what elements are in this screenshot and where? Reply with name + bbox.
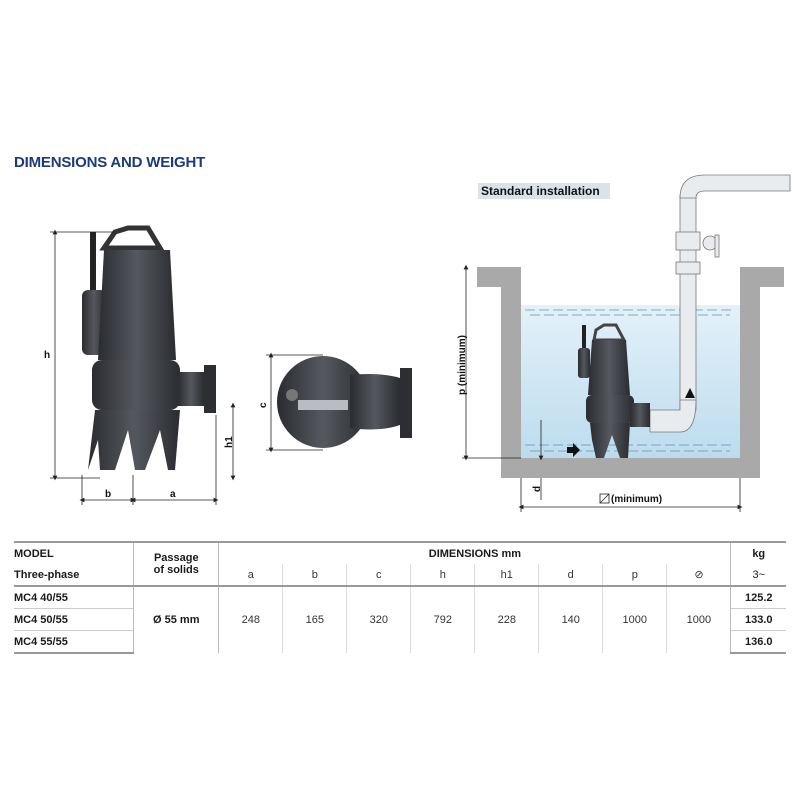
weight: 125.2: [730, 585, 786, 609]
install-title: Standard installation: [481, 184, 600, 198]
header-model: MODEL: [14, 541, 134, 564]
dim-label-c: c: [258, 402, 269, 408]
value-h: 792: [410, 585, 475, 653]
value-p: 1000: [602, 585, 667, 653]
col-h: h: [410, 564, 475, 586]
dimensions-table: MODEL Passage of solids DIMENSIONS mm kg…: [14, 541, 786, 654]
dimension-lines-side: [50, 229, 236, 505]
pit-walls: [477, 267, 784, 478]
model-name: MC4 40/55: [14, 585, 134, 609]
water: [521, 305, 740, 458]
dimension-lines-install: [462, 264, 743, 512]
value-d: 140: [538, 585, 603, 653]
table-row: MC4 50/55 133.0: [14, 608, 786, 631]
dim-label-a: a: [170, 489, 176, 500]
passage-value: Ø 55 mm: [133, 585, 220, 653]
model-name: MC4 55/55: [14, 630, 134, 654]
install-title-bg: [478, 183, 610, 199]
col-b: b: [282, 564, 347, 586]
col-a: a: [247, 568, 254, 581]
col-square: ⊘: [666, 564, 731, 586]
header-passage: Passage of solids: [133, 541, 220, 586]
flow-in-arrow-icon: [567, 443, 580, 457]
model-name: MC4 50/55: [14, 608, 134, 631]
dim-label-b: b: [105, 489, 111, 500]
dim-label-d: d: [532, 486, 543, 492]
flow-up-arrow-icon: [685, 388, 695, 398]
col-h1: h1: [474, 564, 539, 586]
header-3-phase-symbol: 3~: [730, 564, 786, 586]
header-passage-line2: of solids: [153, 564, 199, 576]
technical-drawings: h b a h1 c Standard installation: [44, 174, 791, 512]
discharge-pipe: [649, 174, 791, 433]
table-header-row: MODEL Passage of solids DIMENSIONS mm kg: [14, 541, 786, 586]
dim-label-square-minimum: (minimum): [611, 494, 662, 505]
weight: 136.0: [730, 630, 786, 654]
value-square: 1000: [666, 585, 731, 653]
weight: 133.0: [730, 608, 786, 631]
dim-label-h1: h1: [224, 436, 235, 448]
pump-installed: [578, 323, 650, 458]
value-b: 165: [282, 585, 347, 653]
col-p: p: [602, 564, 667, 586]
pump-side-view: [82, 225, 216, 470]
dimension-line-c: [266, 352, 323, 453]
header-three-phase: Three-phase: [14, 568, 80, 581]
value-a: 248: [218, 585, 283, 653]
value-c: 320: [346, 585, 411, 653]
page-title: DIMENSIONS AND WEIGHT: [14, 154, 206, 171]
col-c: c: [346, 564, 411, 586]
dim-label-h: h: [44, 350, 50, 361]
pump-top-view: [277, 356, 412, 448]
dim-label-p-minimum: p (minimum): [457, 335, 468, 395]
table-row: MC4 40/55 Ø 55 mm 248 165 320 792 228 14…: [14, 585, 786, 653]
header-kg: kg: [730, 541, 786, 564]
header-passage-line1: Passage: [153, 552, 199, 564]
water-lines: [525, 309, 735, 452]
table-row: MC4 55/55 136.0: [14, 630, 786, 654]
value-h1: 228: [474, 585, 539, 653]
header-dimensions: DIMENSIONS mm: [218, 541, 731, 564]
table-subheader-row: Three-phase a b c h h1 d p ⊘ 3~: [14, 564, 786, 586]
col-d: d: [538, 564, 603, 586]
